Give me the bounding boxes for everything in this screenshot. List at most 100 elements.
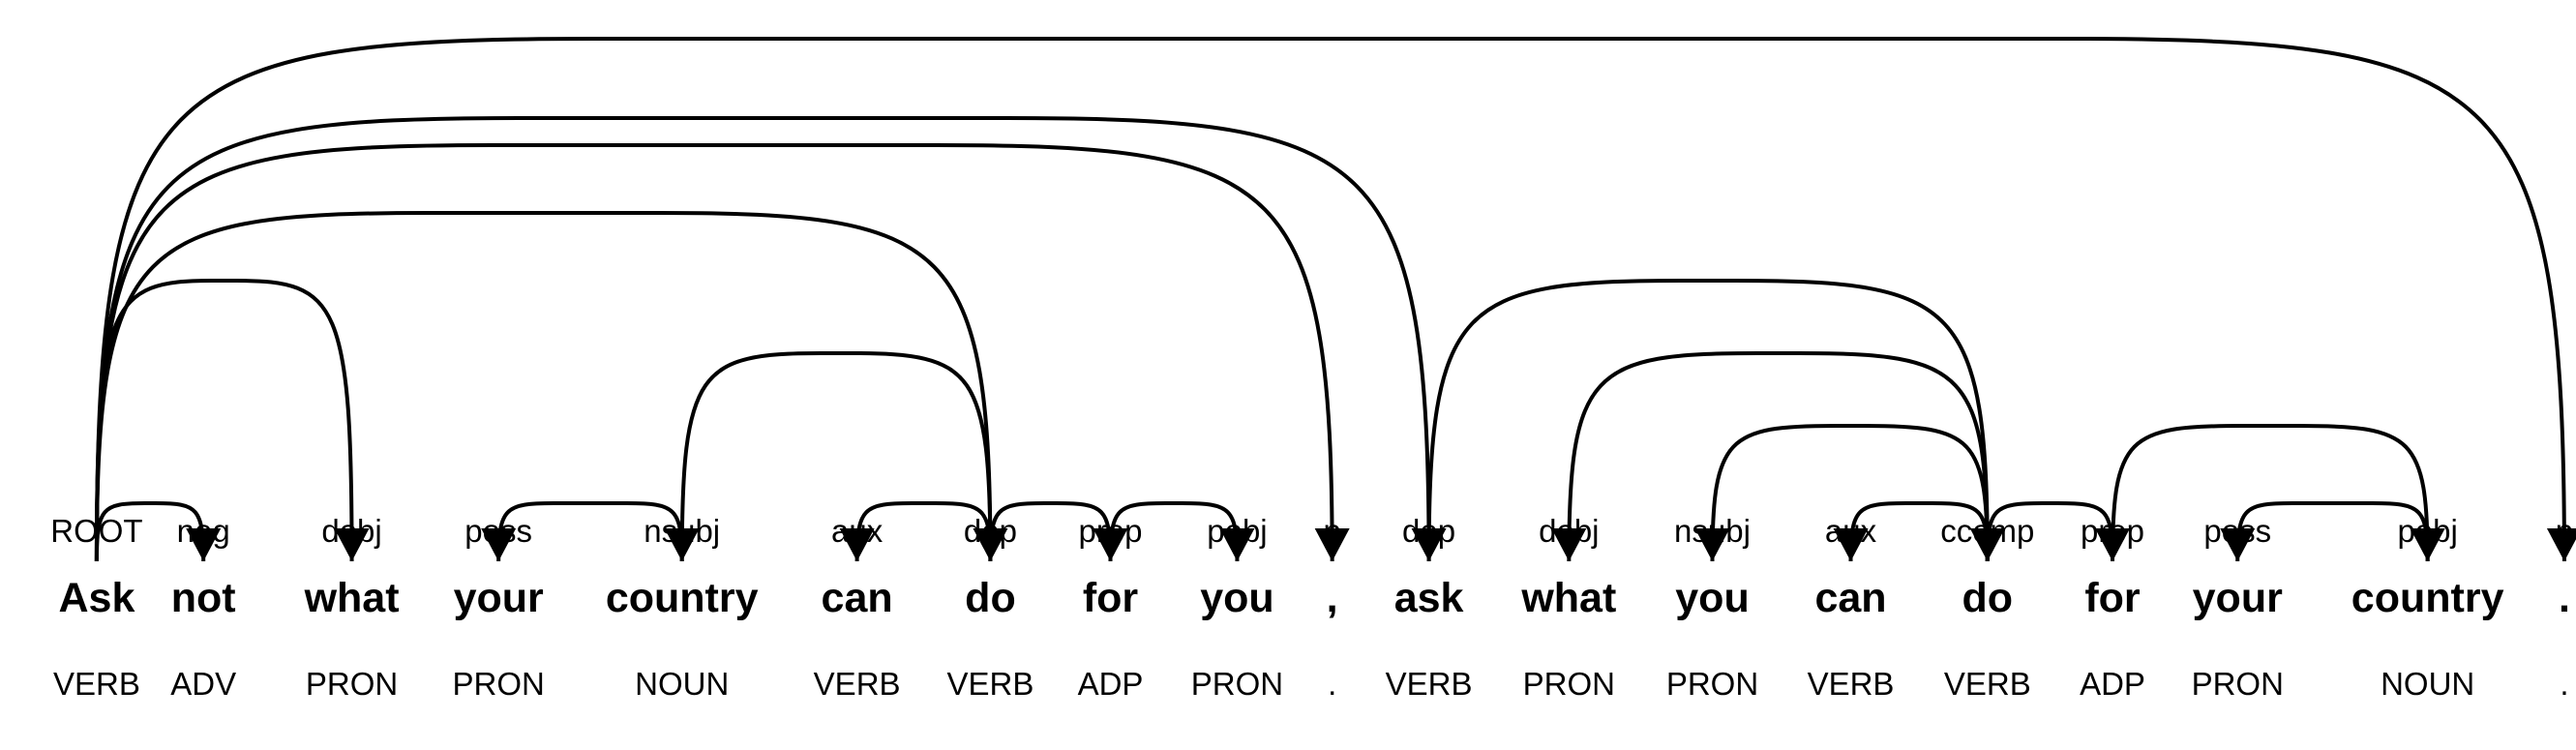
dependency-label: poss	[2203, 513, 2271, 549]
token-column[interactable]: p..	[2556, 513, 2573, 702]
token-word[interactable]: country	[606, 575, 759, 621]
token-pos-tag: VERB	[1808, 666, 1895, 702]
arc-path	[1426, 279, 1990, 562]
token-word[interactable]: what	[1520, 575, 1616, 621]
arc-arrowhead	[481, 528, 517, 561]
token-word[interactable]: you	[1200, 575, 1273, 621]
arc-path	[94, 143, 1334, 562]
dependency-arc	[664, 351, 993, 562]
arc-arrowhead	[334, 528, 370, 561]
arc-arrowhead	[1219, 528, 1255, 561]
token-pos-tag: .	[1328, 666, 1336, 702]
dependency-label: p	[2556, 513, 2573, 549]
dependency-arc	[1551, 351, 1990, 562]
dependency-label: ROOT	[50, 513, 142, 549]
token-word[interactable]: .	[2559, 575, 2570, 621]
token-word[interactable]: for	[2084, 575, 2141, 621]
token-pos-tag: PRON	[1523, 666, 1615, 702]
dependency-arc	[1833, 501, 1990, 562]
token-word[interactable]: not	[171, 575, 236, 621]
dependency-label: nsubj	[644, 513, 720, 549]
token-pos-tag: ADV	[170, 666, 236, 702]
token-pos-tag: PRON	[452, 666, 544, 702]
token-word[interactable]: for	[1083, 575, 1139, 621]
dependency-label: poss	[464, 513, 532, 549]
token-word[interactable]: can	[822, 575, 893, 621]
arc-path	[2111, 424, 2430, 562]
token-pos-tag: VERB	[53, 666, 140, 702]
token-word[interactable]: country	[2351, 575, 2504, 621]
arc-arrowhead	[1551, 528, 1587, 561]
arc-arrowhead	[1694, 528, 1730, 561]
token-word[interactable]: your	[454, 575, 544, 621]
dependency-arc	[1108, 501, 1255, 562]
token-word[interactable]: what	[304, 575, 400, 621]
token-word[interactable]: can	[1814, 575, 1886, 621]
token-pos-tag: VERB	[814, 666, 901, 702]
token-word[interactable]: ask	[1394, 575, 1464, 621]
token-word[interactable]: you	[1675, 575, 1749, 621]
dependency-label: nsubj	[1674, 513, 1751, 549]
token-pos-tag: NOUN	[635, 666, 729, 702]
token-pos-tag: ADP	[2080, 666, 2145, 702]
arc-path	[1710, 424, 1990, 562]
arc-path	[2235, 501, 2430, 562]
dependency-arc	[839, 501, 993, 562]
token-word[interactable]: your	[2193, 575, 2283, 621]
arc-arrowhead	[186, 528, 222, 561]
arc-arrowhead	[664, 528, 700, 561]
arc-path	[679, 351, 993, 562]
arc-arrowhead	[839, 528, 875, 561]
token-pos-tag: .	[2560, 666, 2568, 702]
dependency-arc	[2220, 501, 2430, 562]
arc-path	[1108, 501, 1240, 562]
token-column[interactable]: p,.	[1323, 513, 1340, 702]
token-pos-tag: NOUN	[2381, 666, 2474, 702]
arc-arrowhead	[2410, 528, 2445, 561]
token-pos-tag: VERB	[947, 666, 1034, 702]
dependency-arc	[94, 116, 1447, 562]
token-word[interactable]: Ask	[58, 575, 135, 621]
token-pos-tag: VERB	[1386, 666, 1473, 702]
token-pos-tag: VERB	[1944, 666, 2031, 702]
dependency-label: dep	[1402, 513, 1455, 549]
dependency-label: prep	[1078, 513, 1142, 549]
arc-arrowhead	[1314, 528, 1350, 561]
token-word[interactable]: do	[1962, 575, 2014, 621]
token-word[interactable]: do	[965, 575, 1016, 621]
arc-path	[1848, 501, 1990, 562]
arc-path	[94, 211, 993, 562]
dependency-label: pobj	[2397, 513, 2457, 549]
dependency-arc	[2111, 424, 2445, 562]
dependency-arc	[94, 37, 2576, 562]
arc-path	[1567, 351, 1990, 562]
arc-path	[94, 37, 2566, 562]
token-pos-tag: PRON	[306, 666, 398, 702]
dependency-label: dobj	[321, 513, 381, 549]
dependency-label: ccomp	[1940, 513, 2034, 549]
dependency-arc	[94, 501, 222, 562]
token-word[interactable]: ,	[1327, 575, 1338, 621]
token-pos-tag: ADP	[1078, 666, 1144, 702]
token-pos-tag: PRON	[1191, 666, 1283, 702]
arc-path	[1985, 501, 2115, 562]
